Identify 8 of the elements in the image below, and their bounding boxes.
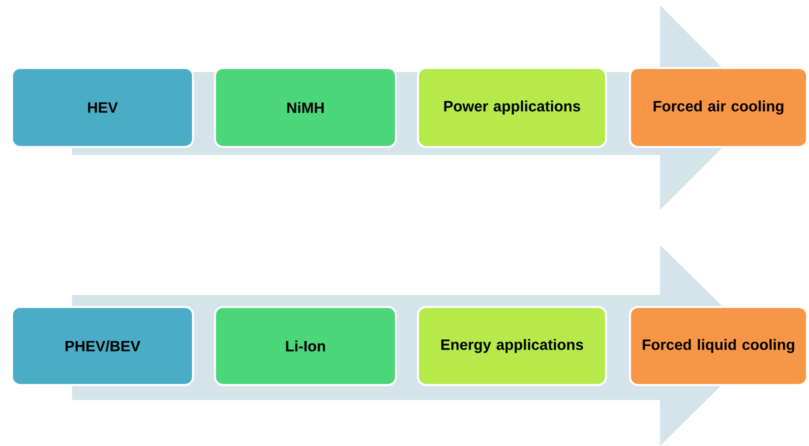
application-box: Power applications — [417, 67, 607, 148]
cooling-box: Forced liquid cooling — [629, 306, 808, 386]
vehicle-box: HEV — [11, 67, 194, 148]
chemistry-box: NiMH — [214, 67, 397, 148]
cooling-box: Forced air cooling — [629, 67, 808, 148]
vehicle-box: PHEV/BEV — [11, 306, 194, 386]
chemistry-box: Li-Ion — [214, 306, 397, 386]
application-box: Energy applications — [417, 306, 607, 386]
